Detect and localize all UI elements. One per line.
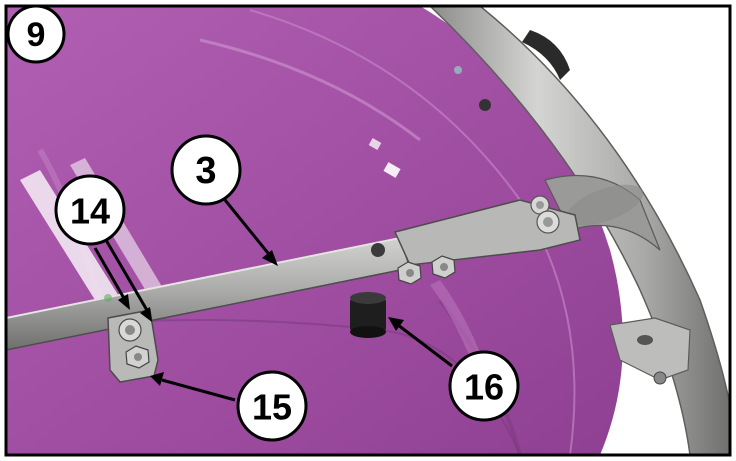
callout-15: 15 (236, 370, 308, 442)
handle-tube (428, 6, 730, 455)
callout-14-label: 14 (70, 191, 110, 232)
leader-arrow-15 (150, 372, 236, 402)
bar-nut (397, 261, 422, 285)
diagram-frame (4, 4, 732, 457)
callout-3-label: 3 (195, 150, 216, 192)
callout-16: 16 (448, 350, 520, 422)
bracket-bolt (118, 318, 142, 342)
strap-bolt (536, 210, 560, 234)
bar-nut (431, 255, 456, 279)
leader-arrow-3 (223, 199, 278, 266)
callout-16-label: 16 (464, 367, 504, 408)
bracket-nut (125, 345, 150, 369)
leader-arrow-16 (388, 317, 453, 368)
callout-14: 14 (54, 174, 126, 246)
step-number: 9 (27, 16, 46, 54)
step-number-badge: 9 (6, 4, 66, 64)
rubber-bumper (350, 292, 386, 338)
mounting-bracket (104, 294, 159, 383)
support-bar (6, 195, 581, 351)
callout-3: 3 (170, 134, 242, 206)
callout-15-label: 15 (252, 387, 292, 428)
leader-arrow-14 (93, 239, 152, 322)
